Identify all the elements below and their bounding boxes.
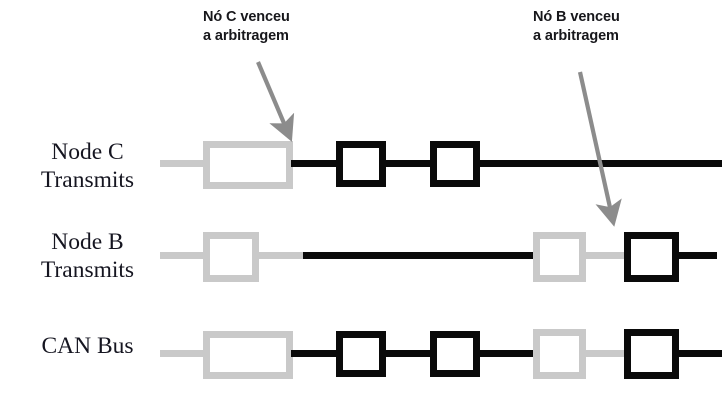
waveform-segment-dominant-line: [291, 350, 338, 357]
row-label-node-c-line2: Transmits: [40, 167, 135, 193]
waveform-segment-dominant-line: [478, 160, 722, 167]
waveform-segment-recessive-box: [203, 141, 293, 189]
waveform-segment-recessive-line: [584, 252, 626, 259]
waveform-segment-recessive-box: [533, 329, 586, 379]
waveform-segment-recessive-box: [533, 232, 586, 282]
waveform-segment-dominant-line: [303, 252, 535, 259]
waveform-segment-dominant-box: [624, 232, 679, 282]
waveform-segment-dominant-line: [677, 350, 722, 357]
waveform-segment-dominant-box: [336, 331, 386, 377]
annotation-node-c-won-line1: Nó C venceu: [203, 9, 290, 25]
annotation-node-c-won: Nó C venceu a arbitragem: [203, 8, 290, 46]
waveform-segment-dominant-line: [291, 160, 338, 167]
row-label-node-b: Node B Transmits: [0, 228, 175, 284]
waveform-segment-recessive-line: [160, 350, 205, 357]
waveform-segment-recessive-line: [160, 252, 205, 259]
waveform-segment-dominant-line: [384, 350, 432, 357]
annotation-node-b-won-line1: Nó B venceu: [533, 9, 620, 25]
annotation-node-b-won: Nó B venceu a arbitragem: [533, 8, 620, 46]
waveform-segment-dominant-box: [430, 141, 480, 187]
waveform-segment-dominant-box: [624, 329, 679, 379]
waveform-segment-dominant-line: [478, 350, 535, 357]
arrow-node-b-won-icon: [577, 71, 622, 227]
row-label-node-c-line1: Node C: [51, 139, 124, 165]
waveform-segment-dominant-line: [384, 160, 432, 167]
waveform-segment-recessive-box: [203, 232, 259, 282]
row-label-node-b-line2: Transmits: [40, 257, 135, 283]
waveform-segment-dominant-box: [430, 331, 480, 377]
waveform-segment-recessive-line: [257, 252, 305, 259]
waveform-segment-recessive-box: [203, 331, 293, 379]
annotation-node-b-won-line2: a arbitragem: [533, 28, 619, 44]
waveform-segment-recessive-line: [160, 160, 205, 167]
row-label-can-bus-line1: CAN Bus: [41, 333, 134, 359]
annotation-node-c-won-line2: a arbitragem: [203, 28, 289, 44]
arrow-node-c-won-icon: [256, 61, 295, 142]
waveform-segment-dominant-box: [336, 141, 386, 187]
waveform-segment-recessive-line: [584, 350, 626, 357]
waveform-segment-dominant-line: [677, 252, 717, 259]
row-label-can-bus: CAN Bus: [0, 332, 175, 360]
row-label-node-b-line1: Node B: [51, 229, 124, 255]
row-label-node-c: Node C Transmits: [0, 138, 175, 194]
